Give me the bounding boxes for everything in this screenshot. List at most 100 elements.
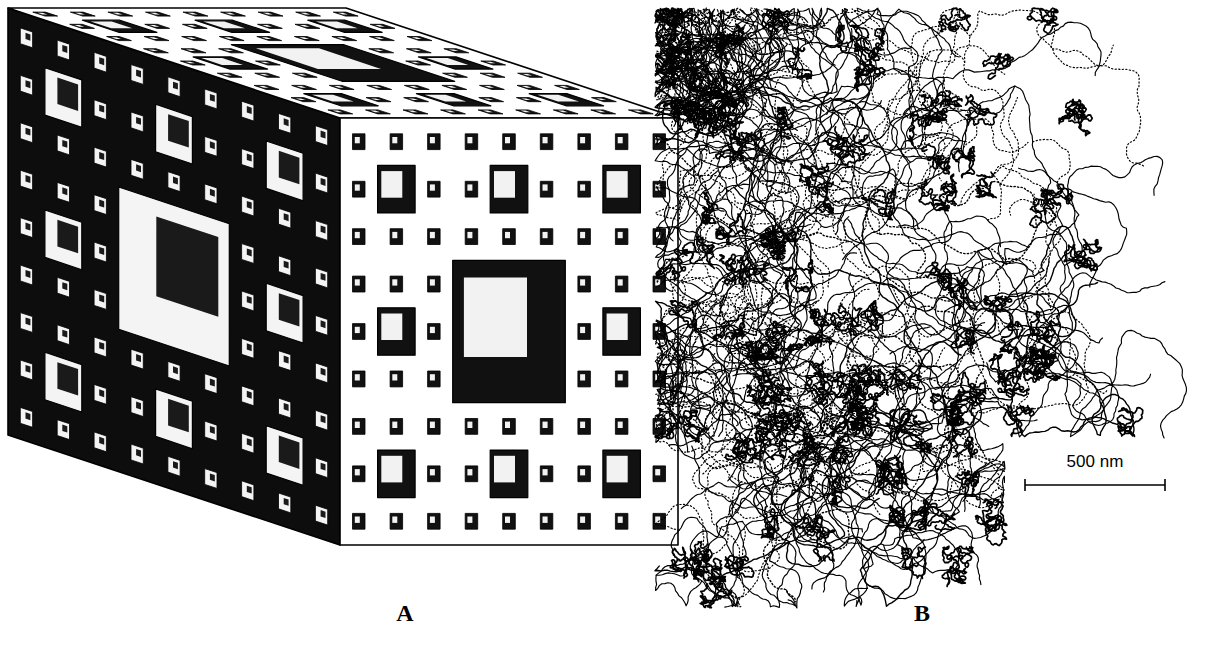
- aggregate-chain: [860, 295, 1030, 606]
- sponge-hole: [370, 24, 395, 28]
- aggregate-chain: [936, 168, 1079, 325]
- aggregate-chain: [657, 59, 824, 130]
- sponge-hole-depth: [168, 399, 189, 433]
- sponge-hole-depth: [299, 37, 309, 39]
- sponge-hole: [353, 229, 366, 245]
- sponge-hole: [144, 37, 169, 41]
- sponge-hole-depth: [210, 141, 215, 149]
- sponge-hole: [465, 229, 478, 245]
- aggregate-chain: [729, 458, 746, 593]
- aggregate-chain: [918, 95, 947, 127]
- sponge-hole-depth: [464, 277, 527, 357]
- sponge-hole-depth: [300, 25, 310, 27]
- sponge-hole-depth: [284, 403, 289, 411]
- aggregate-chain: [655, 8, 754, 115]
- aggregate-chain: [737, 312, 879, 376]
- sponge-hole: [94, 290, 106, 310]
- sponge-hole: [279, 113, 291, 133]
- aggregate-chain: [903, 509, 981, 585]
- sponge-hole-depth: [247, 106, 252, 114]
- aggregate-chain: [856, 519, 915, 607]
- aggregate-chain: [706, 482, 745, 607]
- sponge-hole: [279, 208, 291, 228]
- sponge-hole-depth: [256, 48, 381, 69]
- sponge-hole-depth: [38, 13, 48, 15]
- sponge-hole: [254, 85, 279, 89]
- sponge-hole-depth: [580, 422, 585, 428]
- sponge-hole-depth: [374, 50, 384, 52]
- sponge-hole-depth: [247, 296, 252, 304]
- aggregate-chain: [817, 446, 925, 518]
- sponge-hole-depth: [26, 128, 31, 136]
- aggregate-chain: [983, 499, 1004, 531]
- sponge-hole: [315, 363, 327, 383]
- sponge-hole-depth: [392, 279, 397, 285]
- sponge-hole-depth: [618, 279, 623, 285]
- sponge-hole: [404, 98, 429, 102]
- sponge-hole-depth: [321, 415, 326, 423]
- sponge-hole: [94, 52, 106, 72]
- sponge-hole: [315, 173, 327, 193]
- sponge-hole-depth: [62, 425, 67, 433]
- sponge-hole: [20, 313, 32, 333]
- sponge-hole-depth: [136, 402, 141, 410]
- sponge-hole: [615, 371, 628, 387]
- aggregate-chain: [816, 182, 833, 213]
- sponge-hole: [20, 123, 32, 143]
- scale-bar-line: [1025, 484, 1165, 486]
- sponge-hole-depth: [62, 282, 67, 290]
- aggregate-chain: [776, 283, 982, 433]
- aggregate-chain: [657, 15, 779, 335]
- aggregate-chain: [656, 8, 719, 49]
- sponge-hole: [242, 101, 254, 121]
- sponge-hole: [578, 419, 591, 435]
- sponge-hole-depth: [425, 95, 467, 102]
- sponge-hole-depth: [392, 517, 397, 523]
- sponge-hole-depth: [543, 422, 548, 428]
- sponge-hole-depth: [338, 13, 348, 15]
- aggregate-chain: [656, 9, 740, 107]
- sponge-hole: [57, 182, 69, 202]
- sponge-hole: [428, 371, 441, 387]
- sponge-hole-depth: [296, 86, 306, 88]
- sponge-hole: [131, 65, 143, 85]
- sponge-hole: [578, 276, 591, 292]
- sponge-hole: [416, 94, 491, 106]
- aggregate-chain: [747, 374, 779, 405]
- sponge-hole: [107, 37, 132, 41]
- sponge-hole: [443, 73, 468, 77]
- sponge-hole: [168, 77, 180, 97]
- sponge-hole: [292, 73, 317, 77]
- sponge-hole-depth: [210, 379, 215, 387]
- sponge-hole-depth: [522, 74, 532, 76]
- aggregate-chain: [811, 69, 922, 159]
- aggregate-chain: [1072, 239, 1101, 271]
- sponge-hole: [20, 75, 32, 95]
- sponge-hole: [428, 466, 441, 482]
- sponge-hole: [94, 195, 106, 215]
- sponge-hole-depth: [173, 366, 178, 374]
- sponge-hole: [328, 110, 353, 114]
- sponge-hole: [516, 110, 541, 114]
- sponge-hole-depth: [99, 152, 104, 160]
- aggregate-chain: [942, 562, 966, 586]
- sponge-hole-depth: [168, 114, 189, 147]
- sponge-hole-depth: [449, 50, 459, 52]
- sponge-hole-depth: [558, 111, 568, 113]
- sponge-hole: [94, 384, 106, 404]
- sponge-hole-depth: [408, 98, 418, 100]
- aggregate-chain: [663, 375, 824, 460]
- aggregate-chain: [844, 385, 999, 606]
- aggregate-chain: [770, 129, 818, 248]
- aggregate-chain: [800, 440, 885, 521]
- aggregate-chain: [862, 189, 894, 220]
- sponge-hole-depth: [430, 374, 435, 380]
- sponge-hole: [304, 94, 378, 106]
- sponge-hole-depth: [57, 220, 78, 254]
- sponge-hole-depth: [484, 98, 494, 100]
- sponge-hole: [20, 407, 32, 427]
- sponge-hole-depth: [447, 86, 457, 88]
- sponge-hole-depth: [62, 330, 67, 338]
- sponge-hole: [444, 49, 469, 53]
- aggregate-chain: [852, 9, 915, 78]
